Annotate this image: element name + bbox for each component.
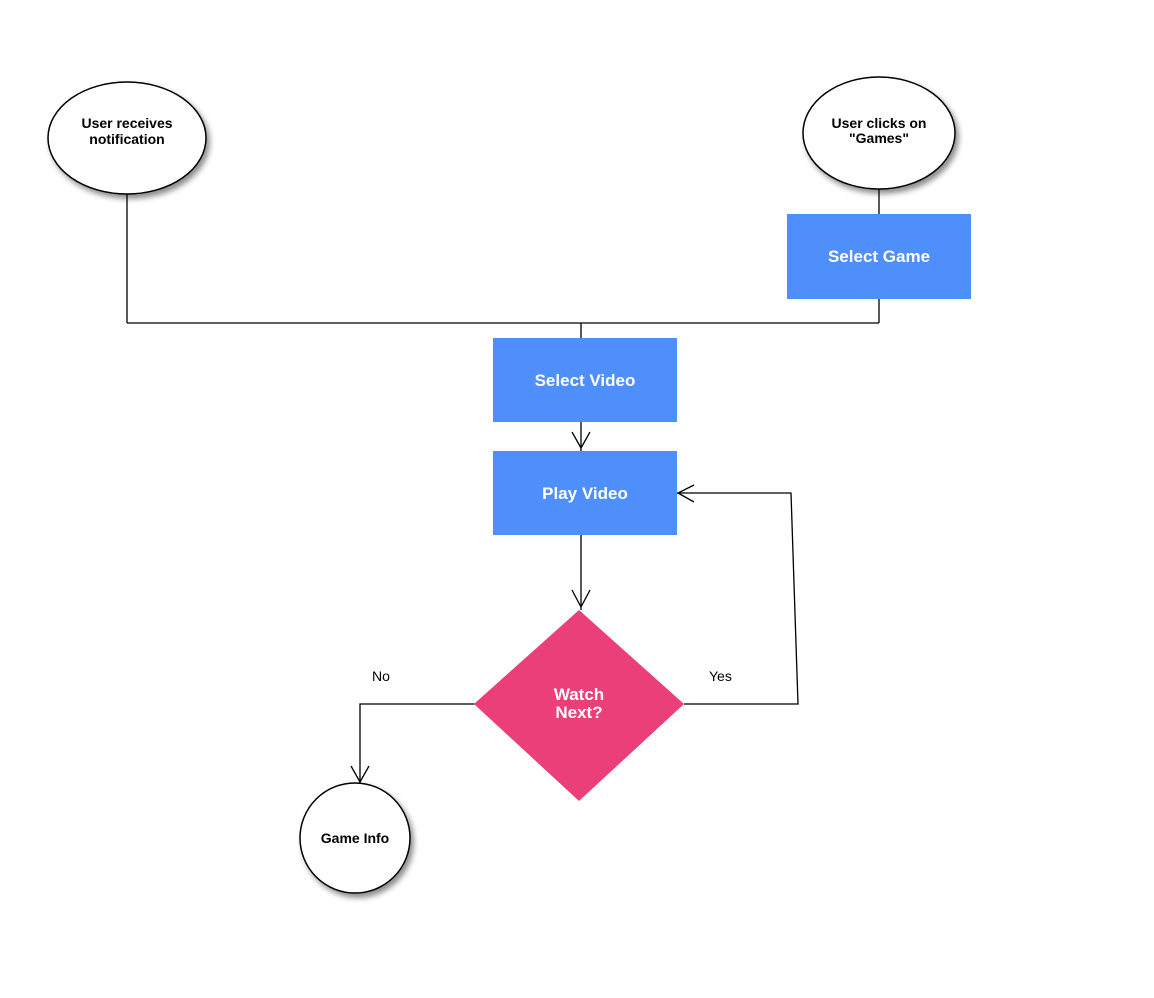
select-video-box [493,338,677,422]
watch-next-line-2: Next? [555,703,602,722]
yes-branch-label: Yes [709,668,732,684]
play-video-box [493,451,677,535]
start-notification-line-2: notification [89,131,164,147]
connector-yes-loop [677,492,799,705]
select-video-node: Select Video [493,338,677,422]
arrow-head-yes-loop [676,484,695,503]
no-branch-label: No [372,668,390,684]
watch-next-line-1: Watch [554,685,604,704]
start-games-line-2: "Games" [849,130,909,146]
watch-next-diamond [474,610,684,801]
arrow-head-decision [571,589,591,609]
arrow-head-play-video [571,431,591,450]
start-notification-node: User receives notification [47,81,207,195]
play-video-node: Play Video [493,451,677,535]
select-game-box [787,214,971,299]
watch-next-node: Watch Next? [474,610,684,801]
game-info-oval [299,782,411,894]
connectors [126,188,880,784]
start-notification-oval [47,81,207,195]
game-info-label: Game Info [321,830,389,846]
select-video-label: Select Video [535,371,636,390]
start-notification-line-1: User receives [81,115,172,131]
select-game-node: Select Game [787,214,971,299]
game-info-node: Game Info [299,782,411,894]
start-games-oval [802,76,956,190]
arrow-head-game-info [350,765,370,784]
start-games-line-1: User clicks on [832,115,927,131]
select-game-label: Select Game [828,247,930,266]
start-games-node: User clicks on "Games" [802,76,956,190]
connector-no-branch [359,703,475,783]
play-video-label: Play Video [542,484,628,503]
